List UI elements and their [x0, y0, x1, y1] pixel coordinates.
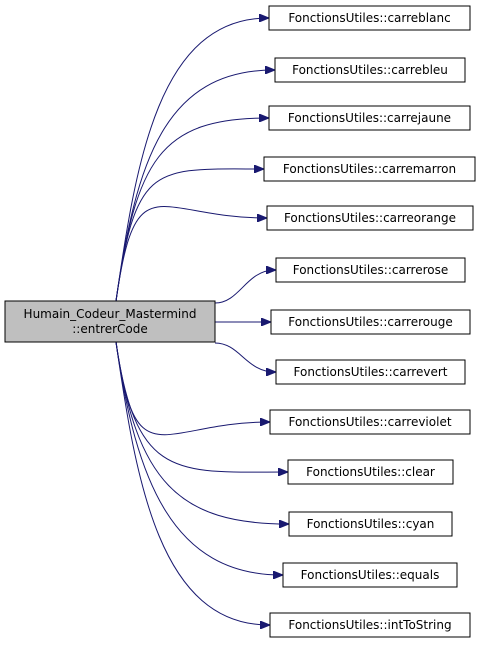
callee-node[interactable]: FonctionsUtiles::carreviolet [269, 409, 471, 435]
call-edge [115, 206, 266, 302]
call-edge [115, 341, 269, 436]
callee-name: FonctionsUtiles::carrejaune [288, 111, 451, 125]
callee-name: FonctionsUtiles::carrerose [293, 263, 449, 277]
callee-name: FonctionsUtiles::clear [306, 465, 435, 479]
call-edge [115, 341, 288, 524]
source-function-node[interactable]: Humain_Codeur_Mastermind ::entrerCode [4, 300, 216, 343]
callee-name: FonctionsUtiles::carreviolet [288, 415, 451, 429]
call-edge [214, 342, 275, 372]
callee-name: FonctionsUtiles::carreblanc [288, 11, 450, 25]
callee-box [269, 612, 471, 638]
callee-name: FonctionsUtiles::carreorange [284, 211, 456, 225]
callee-node[interactable]: FonctionsUtiles::clear [287, 459, 454, 485]
callee-box [275, 257, 466, 283]
callee-box [268, 105, 471, 131]
callee-node[interactable]: FonctionsUtiles::carremarron [263, 156, 476, 182]
call-edge [115, 18, 268, 302]
callee-nodes: FonctionsUtiles::carreblancFonctionsUtil… [263, 5, 476, 638]
callee-box [288, 511, 453, 537]
callee-name: FonctionsUtiles::equals [301, 568, 440, 582]
callee-name: FonctionsUtiles::carrerouge [288, 315, 452, 329]
callee-box [282, 562, 458, 588]
callee-node[interactable]: FonctionsUtiles::carrejaune [268, 105, 471, 131]
callee-node[interactable]: FonctionsUtiles::carrebleu [274, 57, 466, 83]
callee-name: FonctionsUtiles::carremarron [283, 162, 456, 176]
callee-node[interactable]: FonctionsUtiles::carrevert [275, 359, 466, 385]
callee-box [266, 205, 474, 231]
callee-name: FonctionsUtiles::cyan [307, 517, 435, 531]
callee-name: FonctionsUtiles::intToString [288, 618, 451, 632]
callee-box [275, 359, 466, 385]
callee-node[interactable]: FonctionsUtiles::carrerose [275, 257, 466, 283]
callee-node[interactable]: FonctionsUtiles::cyan [288, 511, 453, 537]
callee-node[interactable]: FonctionsUtiles::carreblanc [268, 5, 471, 31]
call-edge [214, 270, 275, 304]
callee-name: FonctionsUtiles::carrevert [294, 365, 448, 379]
callee-node[interactable]: FonctionsUtiles::carrerouge [270, 309, 471, 335]
callee-box [269, 409, 471, 435]
callee-node[interactable]: FonctionsUtiles::equals [282, 562, 458, 588]
source-function-name: Humain_Codeur_Mastermind [24, 307, 197, 321]
call-edge [115, 70, 274, 302]
call-edge [115, 169, 263, 302]
callee-box [270, 309, 471, 335]
callee-name: FonctionsUtiles::carrebleu [292, 63, 448, 77]
call-edge [115, 341, 282, 575]
source-function-scope: ::entrerCode [72, 322, 148, 336]
callee-node[interactable]: FonctionsUtiles::carreorange [266, 205, 474, 231]
callee-box [268, 5, 471, 31]
callee-node[interactable]: FonctionsUtiles::intToString [269, 612, 471, 638]
callee-box [287, 459, 454, 485]
call-edges [115, 18, 288, 625]
source-function-box [4, 300, 216, 343]
call-edge [115, 341, 287, 472]
call-edge [115, 341, 269, 625]
callee-box [263, 156, 476, 182]
callee-box [274, 57, 466, 83]
